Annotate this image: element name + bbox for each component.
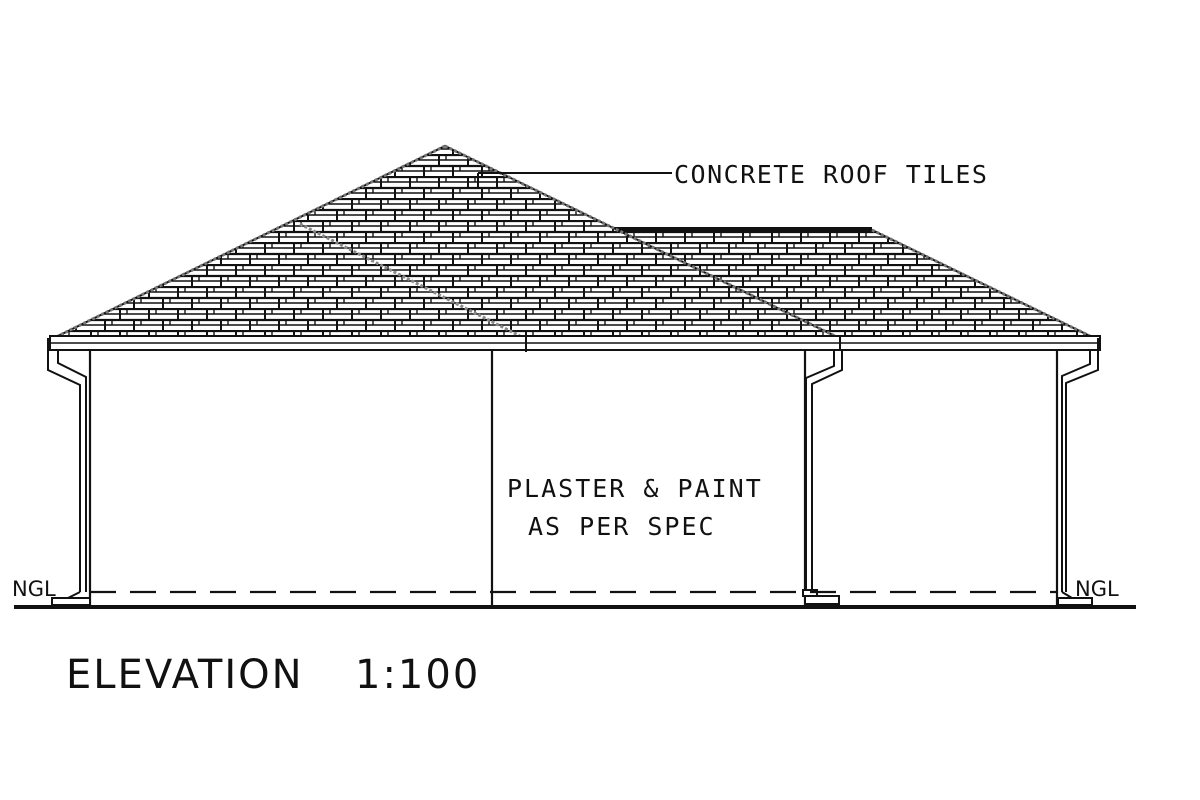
wall-finish-label-line2: AS PER SPEC xyxy=(528,512,716,541)
drawing-scale: 1:100 xyxy=(355,652,480,698)
downpipe-middle xyxy=(802,350,843,605)
wall-finish-label-line1: PLASTER & PAINT xyxy=(507,474,763,503)
drawing-title: ELEVATION xyxy=(66,652,304,698)
roof-label: CONCRETE ROOF TILES xyxy=(674,160,988,189)
downpipe-right xyxy=(1057,338,1099,606)
downpipe-left xyxy=(47,338,91,606)
ngl-label-right: NGL xyxy=(1075,577,1119,601)
fascia xyxy=(49,335,1101,352)
roof-leader xyxy=(477,172,672,188)
ngl-label-left: NGL xyxy=(12,577,56,601)
